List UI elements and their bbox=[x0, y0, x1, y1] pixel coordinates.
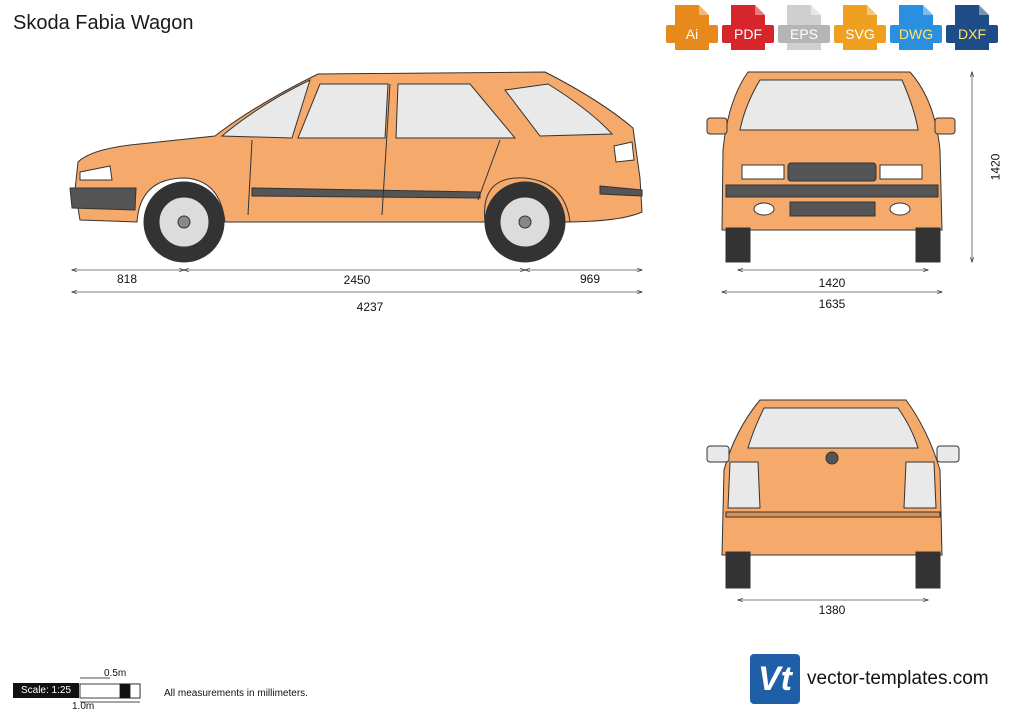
scale-half-label: 0.5m bbox=[104, 668, 127, 679]
format-pdf[interactable]: PDF bbox=[722, 5, 774, 50]
format-label: SVG bbox=[834, 25, 886, 43]
dim-wheelbase: 2450 bbox=[343, 273, 371, 287]
format-dwg[interactable]: DWG bbox=[890, 5, 942, 50]
dim-front-track: 1420 bbox=[818, 276, 846, 290]
format-ai[interactable]: Ai bbox=[666, 5, 718, 50]
format-svg[interactable]: SVG bbox=[834, 5, 886, 50]
dim-height: 1420 bbox=[988, 153, 1003, 181]
dimension-lines bbox=[72, 72, 972, 600]
format-label: Ai bbox=[666, 25, 718, 43]
dim-width: 1635 bbox=[818, 297, 846, 311]
brand-logo[interactable]: Vt bbox=[750, 654, 800, 704]
format-label: EPS bbox=[778, 25, 830, 43]
scale-full-label: 1.0m bbox=[72, 701, 95, 712]
format-eps[interactable]: EPS bbox=[778, 5, 830, 50]
front-view bbox=[706, 71, 956, 263]
measurement-note: All measurements in millimeters. bbox=[164, 688, 308, 699]
dim-rear-overhang: 969 bbox=[579, 272, 601, 286]
format-label: DXF bbox=[946, 25, 998, 43]
dim-length: 4237 bbox=[356, 300, 384, 314]
page-title: Skoda Fabia Wagon bbox=[13, 12, 194, 34]
format-label: PDF bbox=[722, 25, 774, 43]
dim-front-overhang: 818 bbox=[116, 272, 138, 286]
scale-label: Scale: 1:25 bbox=[13, 683, 79, 698]
dim-rear-track: 1380 bbox=[818, 603, 846, 617]
format-dxf[interactable]: DXF bbox=[946, 5, 998, 50]
scale-bar bbox=[79, 677, 141, 703]
brand-site-link[interactable]: vector-templates.com bbox=[807, 668, 989, 689]
format-label: DWG bbox=[890, 25, 942, 43]
side-view bbox=[69, 71, 643, 263]
rear-view bbox=[706, 399, 960, 589]
